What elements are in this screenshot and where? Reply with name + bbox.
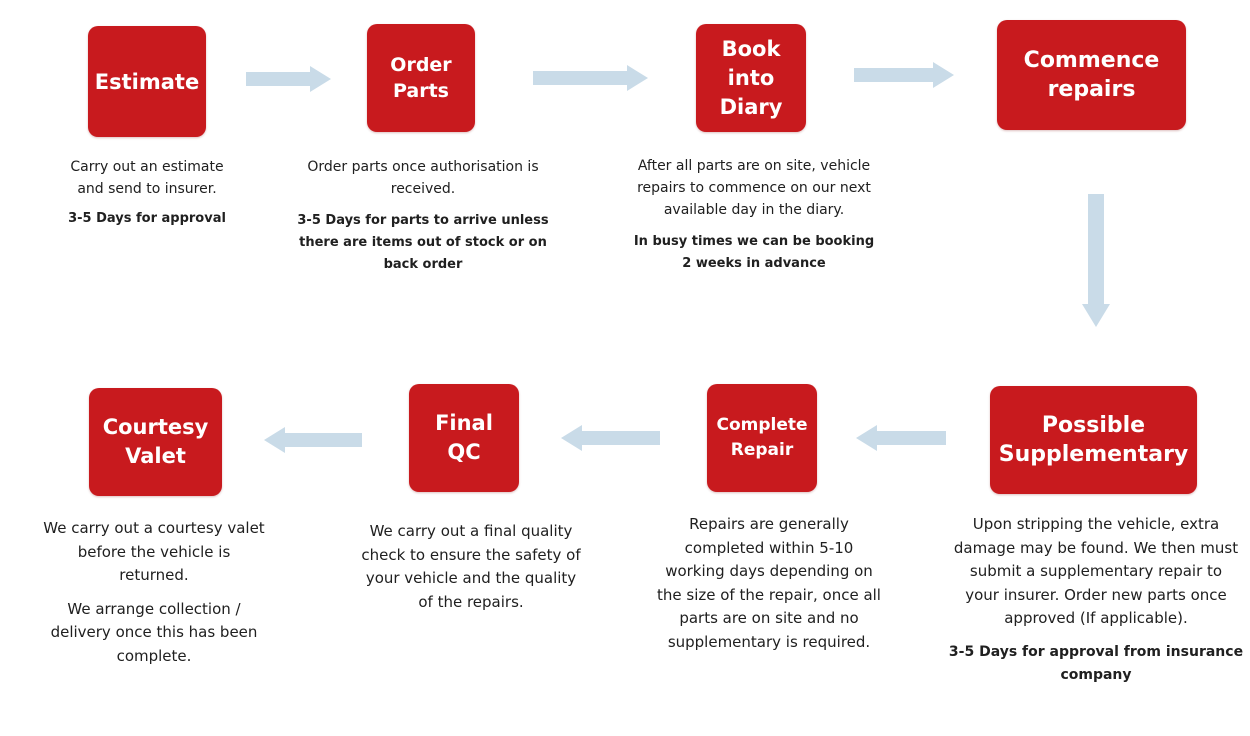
- complete-repair-text-line: working days depending on: [665, 562, 873, 580]
- step-estimate-title: Estimate: [94, 69, 200, 94]
- complete-repair-text-line: completed within 5-10: [684, 538, 854, 557]
- complete-repair-text-line: Repairs are generally: [689, 515, 849, 533]
- possible-supplementary-text-line: approved (If applicable).: [1004, 609, 1188, 627]
- complete-repair-text-line: supplementary is required.: [667, 632, 871, 651]
- possible-supplementary-text-line: your insurer. Order new parts once: [965, 585, 1227, 604]
- final-qc-text-line: of the repairs.: [418, 592, 524, 611]
- step-commence-repairs-title: Commence repairs: [1023, 48, 1160, 102]
- courtesy-valet-text-line: delivery once this has been: [50, 623, 258, 641]
- book-into-diary-text-line: available day in the diary.: [663, 202, 845, 218]
- possible-supplementary-text-line: Upon stripping the vehicle, extra: [972, 515, 1220, 533]
- estimate-approval-time: 3-5 Days for approval: [68, 211, 226, 226]
- possible-supplementary-text-line: damage may be found. We then must: [953, 538, 1239, 557]
- arrow-right-3: [854, 62, 954, 88]
- arrow-right-1: [246, 66, 331, 92]
- order-parts-text-line: received.: [390, 181, 456, 197]
- step-courtesy-valet-box: Courtesy Valet: [89, 388, 222, 496]
- step-book-into-diary-box: Book into Diary: [696, 24, 806, 132]
- order-parts-bold-line: there are items out of stock or on: [299, 235, 547, 250]
- step-commence-repairs-box: Commence repairs: [997, 20, 1186, 130]
- book-into-diary-bold-line: In busy times we can be booking: [633, 234, 875, 249]
- arrow-right-2: [533, 65, 648, 91]
- step-final-qc-box: Final QC: [409, 384, 519, 492]
- step-possible-supplementary-title: Possible Supplementary: [998, 413, 1189, 467]
- estimate-text-line: and send to insurer.: [77, 181, 217, 197]
- courtesy-valet-text-line: We carry out a courtesy valet: [43, 519, 265, 537]
- complete-repair-text-line: the size of the repair, once all: [657, 585, 881, 604]
- possible-supplementary-bold-line: 3-5 Days for approval from insurance: [948, 643, 1244, 660]
- step-possible-supplementary-box: Possible Supplementary: [990, 386, 1197, 494]
- order-parts-bold-line: 3-5 Days for parts to arrive unless: [297, 213, 549, 228]
- arrow-left-1: [856, 425, 946, 451]
- step-final-qc-title: Final QC: [435, 411, 493, 464]
- final-qc-text-line: your vehicle and the quality: [365, 569, 577, 587]
- arrow-down: [1082, 194, 1110, 327]
- courtesy-valet-text-line: returned.: [119, 566, 189, 584]
- step-courtesy-valet-title: Courtesy Valet: [102, 415, 209, 468]
- order-parts-text-line: Order parts once authorisation is: [307, 159, 539, 175]
- order-parts-bold-line: back order: [383, 257, 463, 272]
- book-into-diary-text-line: After all parts are on site, vehicle: [637, 158, 871, 174]
- complete-repair-text-line: parts are on site and no: [679, 609, 859, 627]
- possible-supplementary-text-line: submit a supplementary repair to: [969, 562, 1223, 580]
- estimate-text-line: Carry out an estimate: [70, 159, 224, 175]
- step-estimate-box: Estimate: [88, 26, 206, 137]
- step-final-qc-description: We carry out a final quality check to en…: [346, 520, 596, 614]
- courtesy-valet-text-line: before the vehicle is: [77, 542, 231, 561]
- step-order-parts-description: Order parts once authorisation is receiv…: [292, 156, 554, 276]
- step-possible-supplementary-description: Upon stripping the vehicle, extra damage…: [946, 513, 1246, 687]
- book-into-diary-text-line: repairs to commence on our next: [637, 180, 871, 196]
- step-complete-repair-box: Complete Repair: [707, 384, 817, 492]
- step-complete-repair-title: Complete Repair: [716, 415, 808, 460]
- courtesy-valet-text-line: complete.: [116, 646, 192, 665]
- arrow-left-2: [561, 425, 660, 451]
- step-complete-repair-description: Repairs are generally completed within 5…: [644, 513, 894, 654]
- arrow-left-3: [264, 427, 362, 453]
- possible-supplementary-bold-line: company: [1060, 666, 1132, 683]
- step-book-into-diary-title: Book into Diary: [719, 36, 783, 119]
- courtesy-valet-text-line: We arrange collection /: [67, 599, 241, 618]
- step-order-parts-box: Order Parts: [367, 24, 475, 132]
- step-order-parts-title: Order Parts: [390, 54, 452, 102]
- step-courtesy-valet-description: We carry out a courtesy valet before the…: [34, 517, 274, 668]
- step-book-into-diary-description: After all parts are on site, vehicle rep…: [624, 155, 884, 275]
- book-into-diary-bold-line: 2 weeks in advance: [682, 256, 826, 271]
- final-qc-text-line: We carry out a final quality: [369, 522, 573, 540]
- final-qc-text-line: check to ensure the safety of: [361, 545, 581, 564]
- step-estimate-description: Carry out an estimate and send to insure…: [52, 156, 242, 230]
